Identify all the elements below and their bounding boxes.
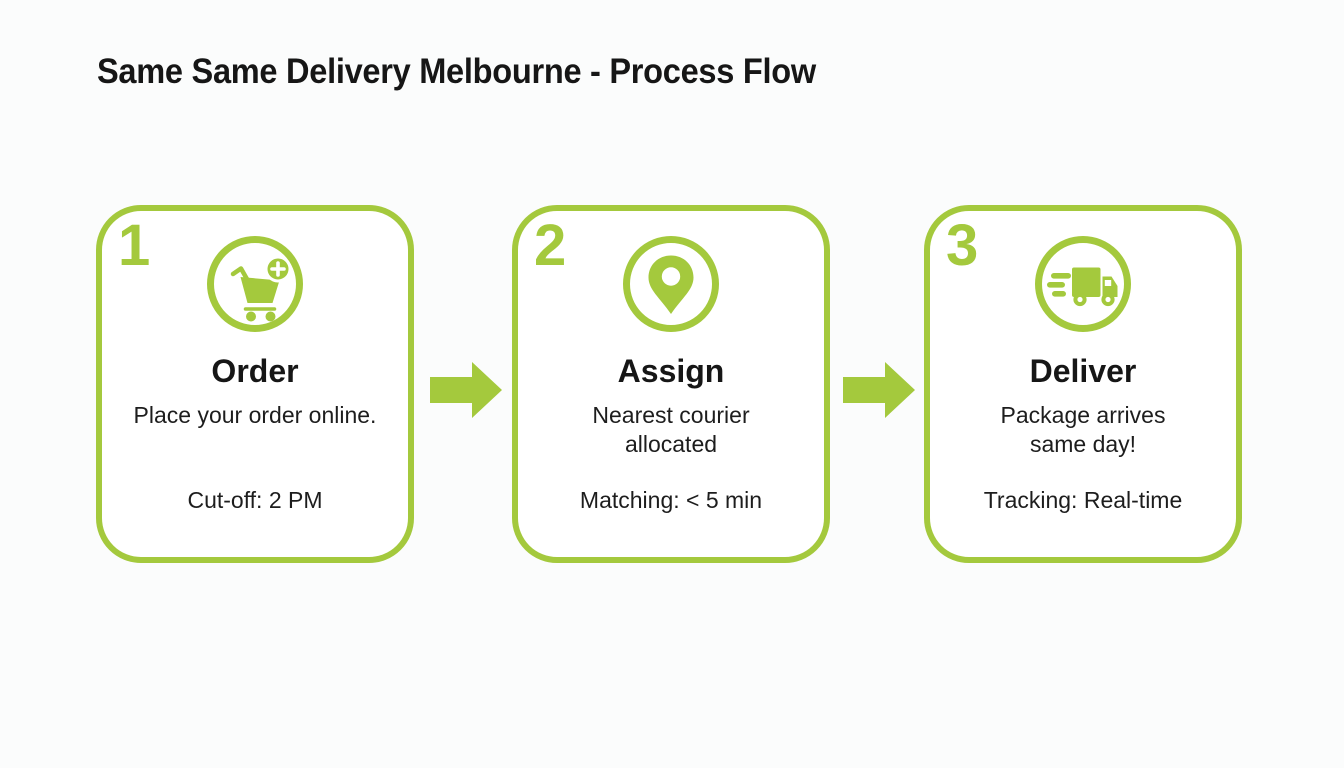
step-description: Package arrives same day! [1000,402,1166,457]
delivery-truck-icon [1032,233,1134,335]
step-title: Assign [617,353,725,389]
step-description: Nearest courier allocated [592,402,750,457]
step-detail: Tracking: Real-time [983,487,1183,513]
step-number: 1 [118,213,151,278]
page-title: Same Same Delivery Melbourne - Process F… [97,52,816,91]
step-card-deliver: 3 Deliver Package arrives same day! Trac… [924,205,1242,563]
step-title: Deliver [1029,353,1137,389]
step-detail: Cut-off: 2 PM [187,487,323,513]
flow-arrow-right-1 [430,362,502,418]
cart-plus-icon [204,233,306,335]
step-number: 3 [946,213,979,278]
step-card-order: 1 Order Place your order online. Cut-off… [96,205,414,563]
step-title: Order [211,353,299,389]
step-description: Place your order online. [133,402,377,428]
flow-arrow-right-2 [843,362,915,418]
step-number: 2 [534,213,567,278]
step-card-assign: 2 Assign Nearest courier allocated Match… [512,205,830,563]
map-pin-icon [620,233,722,335]
step-detail: Matching: < 5 min [579,487,763,513]
